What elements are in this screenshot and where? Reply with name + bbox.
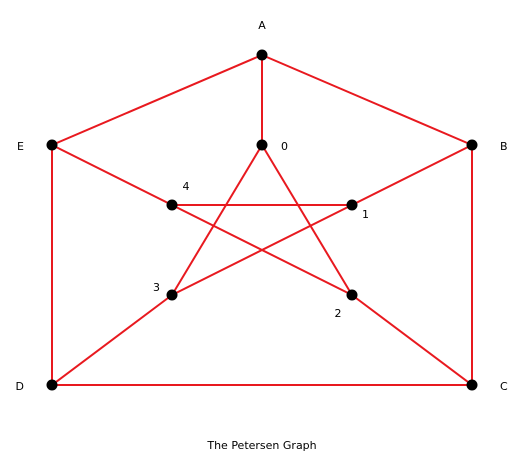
node-B: [466, 139, 478, 151]
node-3: [166, 289, 178, 301]
node-C: [466, 379, 478, 391]
node-label-3: 3: [153, 281, 160, 294]
edge-D-3: [51, 294, 173, 386]
node-label-E: E: [17, 140, 24, 153]
node-label-B: B: [500, 140, 508, 153]
node-0: [256, 139, 268, 151]
edge-1-3: [171, 204, 353, 296]
node-label-0: 0: [281, 140, 288, 153]
diagram-caption: The Petersen Graph: [206, 439, 316, 452]
edge-A-B: [261, 54, 473, 146]
edge-E-4: [51, 144, 173, 206]
node-E: [46, 139, 58, 151]
node-D: [46, 379, 58, 391]
node-A: [256, 49, 268, 61]
edge-3-0: [171, 144, 263, 296]
edge-0-2: [261, 144, 353, 296]
labels-layer: A B C D E 0 1 2 3 4: [16, 19, 508, 393]
node-label-2: 2: [335, 307, 342, 320]
node-4: [166, 199, 178, 211]
edges-layer: [51, 54, 473, 386]
edge-C-2: [351, 294, 473, 386]
node-label-C: C: [500, 380, 508, 393]
node-label-A: A: [258, 19, 266, 32]
node-label-D: D: [16, 380, 24, 393]
edge-E-A: [51, 54, 263, 146]
nodes-layer: [46, 49, 478, 391]
edge-B-1: [351, 144, 473, 206]
node-2: [346, 289, 358, 301]
node-label-4: 4: [183, 180, 190, 193]
node-1: [346, 199, 358, 211]
node-label-1: 1: [362, 208, 369, 221]
